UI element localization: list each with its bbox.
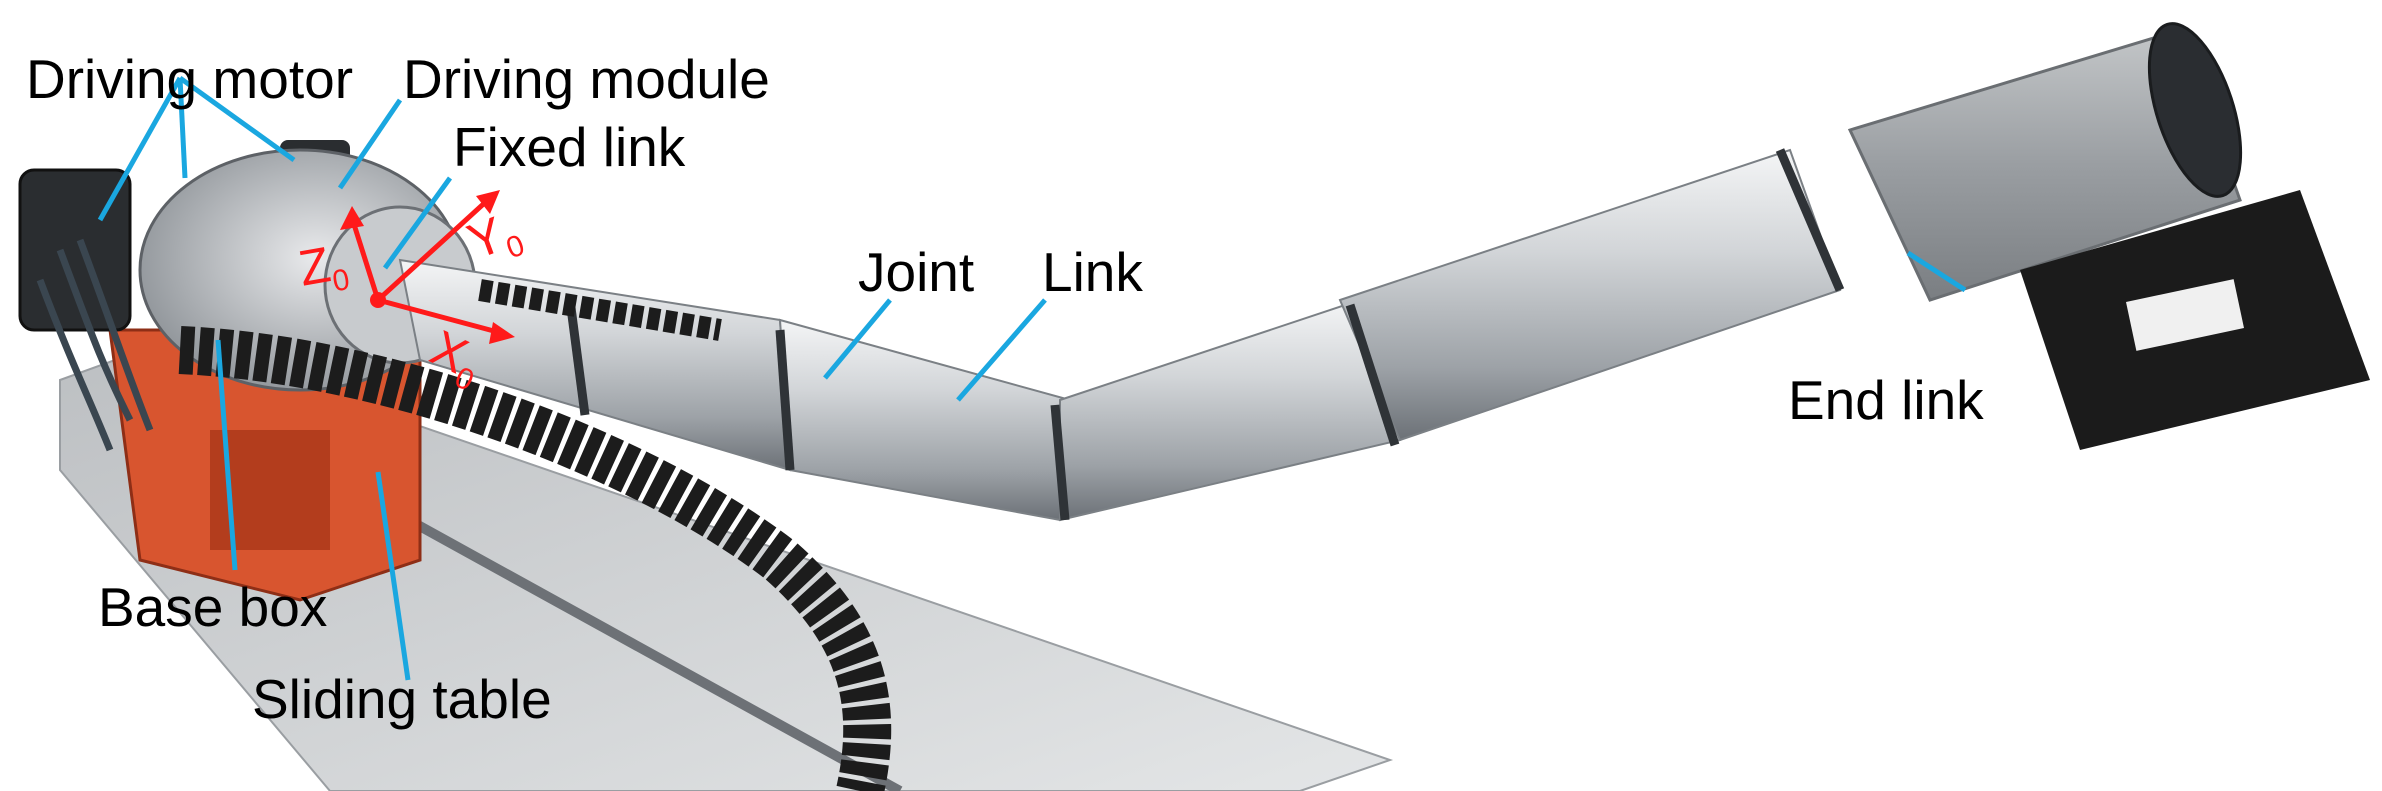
leader-lines xyxy=(97,75,1967,681)
fixed-link-label: Fixed link xyxy=(453,116,686,178)
driving-motor-label: Driving motor xyxy=(26,48,354,110)
sliding-table-label: Sliding table xyxy=(252,668,552,730)
motor-cables xyxy=(36,238,154,452)
arm-segment-4 xyxy=(1338,148,1842,442)
joint-rings xyxy=(565,148,1845,521)
end-stand-hole xyxy=(2126,279,2244,351)
z-axis-label: Z0 xyxy=(294,236,353,299)
base-box-label: Base box xyxy=(98,576,328,638)
coordinate-frame xyxy=(340,190,515,344)
end-link-label: End link xyxy=(1788,369,1984,431)
cable-carrier xyxy=(178,326,892,791)
arm-segment-3 xyxy=(1059,298,1402,522)
driving-module-label: Driving module xyxy=(403,48,770,110)
joint-label: Joint xyxy=(858,241,975,303)
end-link-cylinder xyxy=(1847,28,2242,302)
end-link-cap xyxy=(2147,22,2243,198)
link-label: Link xyxy=(1042,241,1143,303)
cable-carrier-upper xyxy=(478,279,722,341)
arm-segment-2 xyxy=(778,318,1072,522)
